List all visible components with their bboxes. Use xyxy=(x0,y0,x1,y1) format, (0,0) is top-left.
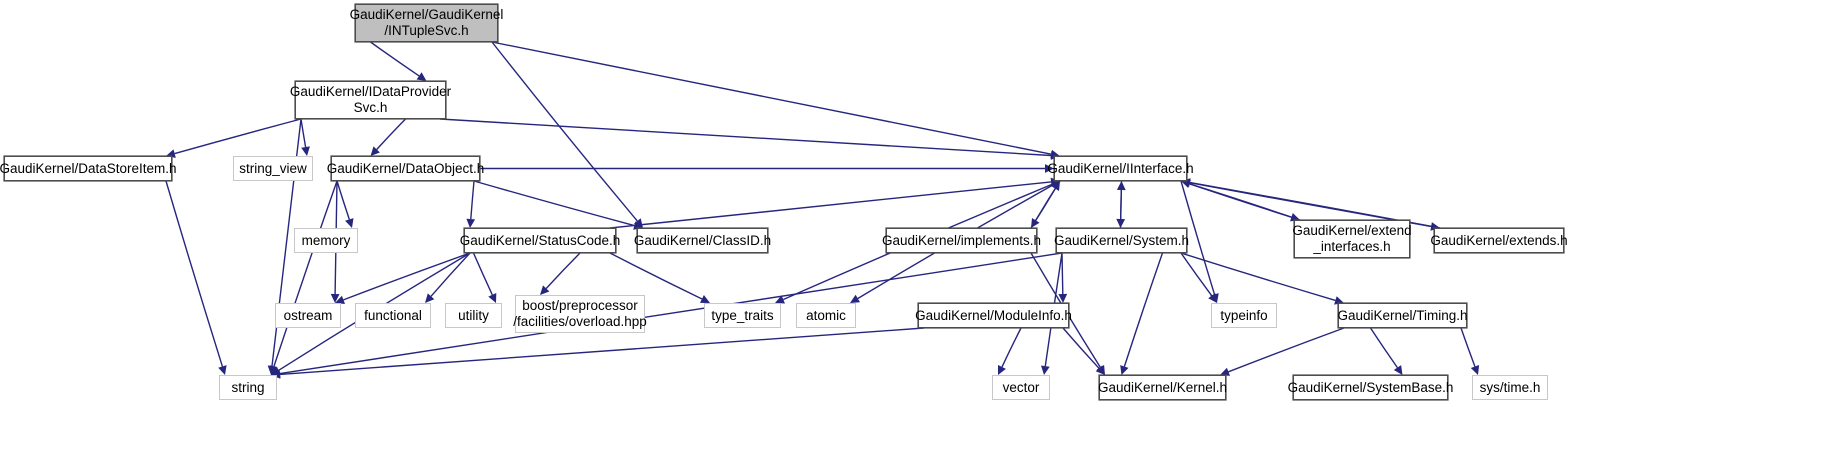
graph-edge-moduleinfo-to-kernel xyxy=(1062,327,1105,375)
graph-edge-dataobject-to-memory xyxy=(336,180,354,228)
graph-node-label: GaudiKernel/IDataProvider Svc.h xyxy=(289,84,452,115)
graph-edge-dataobject-to-classid xyxy=(473,180,643,230)
graph-edge-timing-to-systembase xyxy=(1369,327,1403,375)
graph-edge-idataprovidersvc-to-datastoreitem xyxy=(166,118,302,158)
graph-node-label: utility xyxy=(458,307,489,323)
graph-edge-system-to-moduleinfo xyxy=(1058,252,1068,303)
graph-edge-dataobject-to-string xyxy=(269,180,338,375)
graph-edge-moduleinfo-to-string xyxy=(271,327,925,379)
graph-node-idataprovidersvc[interactable]: GaudiKernel/IDataProvider Svc.h xyxy=(290,81,451,119)
graph-edge-statuscode-to-ostream xyxy=(335,252,471,304)
graph-node-label: sys/time.h xyxy=(1479,379,1541,395)
graph-node-timing[interactable]: GaudiKernel/Timing.h xyxy=(1337,303,1468,328)
graph-node-intuplesvc[interactable]: GaudiKernel/GaudiKernel /INTupleSvc.h xyxy=(350,4,503,42)
graph-node-string[interactable]: string xyxy=(219,375,277,400)
graph-node-label: GaudiKernel/System.h xyxy=(1053,232,1190,248)
graph-node-label: GaudiKernel/extends.h xyxy=(1430,232,1568,248)
graph-edge-system-to-typeinfo xyxy=(1180,252,1217,303)
graph-node-label: string_view xyxy=(239,160,307,176)
graph-edge-idataprovidersvc-to-string_view xyxy=(300,118,310,156)
graph-node-extend_interfaces[interactable]: GaudiKernel/extend _interfaces.h xyxy=(1292,220,1412,258)
graph-node-label: GaudiKernel/GaudiKernel /INTupleSvc.h xyxy=(349,7,504,38)
graph-node-type_traits[interactable]: type_traits xyxy=(704,303,781,328)
graph-edge-implements-to-iinterface xyxy=(1030,181,1060,229)
graph-edge-statuscode-to-type_traits xyxy=(609,252,710,303)
graph-node-label: GaudiKernel/extend _interfaces.h xyxy=(1292,223,1412,254)
graph-edge-dataobject-to-statuscode xyxy=(466,180,476,228)
graph-node-iinterface[interactable]: GaudiKernel/IInterface.h xyxy=(1047,156,1194,181)
graph-node-label: GaudiKernel/Kernel.h xyxy=(1097,379,1228,395)
graph-node-atomic[interactable]: atomic xyxy=(796,303,856,328)
graph-node-string_view[interactable]: string_view xyxy=(233,156,313,181)
graph-edge-intuplesvc-to-idataprovidersvc xyxy=(370,41,427,81)
graph-edge-statuscode-to-iinterface xyxy=(609,177,1060,229)
graph-node-label: ostream xyxy=(283,307,333,323)
graph-edge-system-to-iinterface xyxy=(1116,181,1126,229)
graph-edge-statuscode-to-boost_overload xyxy=(540,252,581,295)
graph-node-typeinfo[interactable]: typeinfo xyxy=(1211,303,1277,328)
graph-node-label: typeinfo xyxy=(1220,307,1268,323)
graph-edge-system-to-timing xyxy=(1180,252,1344,305)
graph-node-functional[interactable]: functional xyxy=(355,303,431,328)
graph-edge-datastoreitem-to-string xyxy=(165,180,227,375)
graph-edge-intuplesvc-to-classid xyxy=(491,41,643,228)
graph-node-label: GaudiKernel/ClassID.h xyxy=(633,232,772,248)
graph-node-boost_overload[interactable]: boost/preprocessor /facilities/overload.… xyxy=(513,295,647,333)
graph-node-utility[interactable]: utility xyxy=(445,303,502,328)
graph-node-label: vector xyxy=(1002,379,1040,395)
graph-node-label: type_traits xyxy=(711,307,774,323)
graph-edge-timing-to-kernel xyxy=(1220,327,1345,376)
graph-node-label: memory xyxy=(301,232,351,248)
graph-edge-statuscode-to-utility xyxy=(472,252,497,303)
graph-edge-idataprovidersvc-to-dataobject xyxy=(370,118,406,156)
graph-node-systime[interactable]: sys/time.h xyxy=(1472,375,1548,400)
graph-node-label: GaudiKernel/Timing.h xyxy=(1337,307,1468,323)
graph-node-statuscode[interactable]: GaudiKernel/StatusCode.h xyxy=(460,228,620,253)
graph-node-ostream[interactable]: ostream xyxy=(275,303,341,328)
graph-node-system[interactable]: GaudiKernel/System.h xyxy=(1053,228,1190,253)
graph-node-label: atomic xyxy=(806,307,846,323)
graph-edge-system-to-kernel xyxy=(1120,252,1164,375)
graph-node-kernel[interactable]: GaudiKernel/Kernel.h xyxy=(1097,375,1228,400)
graph-node-label: GaudiKernel/DataObject.h xyxy=(326,160,485,176)
graph-node-label: boost/preprocessor /facilities/overload.… xyxy=(513,298,647,329)
graph-edge-moduleinfo-to-vector xyxy=(998,327,1022,375)
graph-edge-statuscode-to-functional xyxy=(425,252,471,303)
graph-node-implements[interactable]: GaudiKernel/implements.h xyxy=(882,228,1041,253)
graph-node-moduleinfo[interactable]: GaudiKernel/ModuleInfo.h xyxy=(915,303,1072,328)
graph-node-dataobject[interactable]: GaudiKernel/DataObject.h xyxy=(327,156,484,181)
graph-node-classid[interactable]: GaudiKernel/ClassID.h xyxy=(633,228,772,253)
graph-node-label: functional xyxy=(364,307,422,323)
graph-node-label: GaudiKernel/implements.h xyxy=(881,232,1042,248)
graph-node-label: GaudiKernel/DataStoreItem.h xyxy=(0,160,177,176)
graph-edge-intuplesvc-to-iinterface xyxy=(491,41,1060,159)
graph-node-memory[interactable]: memory xyxy=(294,228,358,253)
graph-node-systembase[interactable]: GaudiKernel/SystemBase.h xyxy=(1288,375,1453,400)
graph-node-datastoreitem[interactable]: GaudiKernel/DataStoreItem.h xyxy=(0,156,177,181)
graph-node-label: GaudiKernel/ModuleInfo.h xyxy=(915,307,1072,323)
graph-node-label: string xyxy=(231,379,265,395)
graph-node-label: GaudiKernel/StatusCode.h xyxy=(459,232,621,248)
graph-node-label: GaudiKernel/IInterface.h xyxy=(1047,160,1194,176)
graph-node-extends[interactable]: GaudiKernel/extends.h xyxy=(1430,228,1568,253)
graph-node-label: GaudiKernel/SystemBase.h xyxy=(1287,379,1454,395)
graph-edge-timing-to-systime xyxy=(1460,327,1480,375)
graph-node-vector[interactable]: vector xyxy=(992,375,1050,400)
graph-edge-dataobject-to-iinterface xyxy=(479,164,1054,173)
graph-edge-idataprovidersvc-to-iinterface xyxy=(439,118,1060,160)
